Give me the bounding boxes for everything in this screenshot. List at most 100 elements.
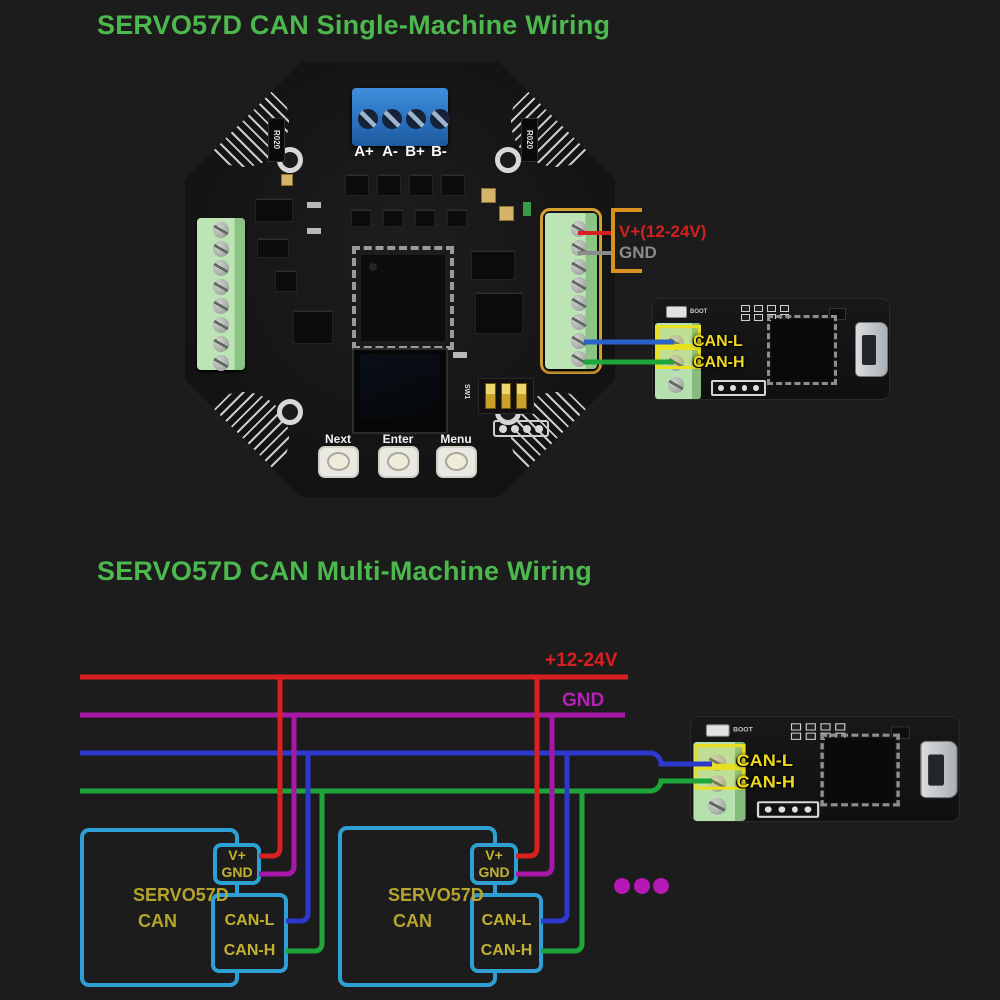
mosfet <box>383 209 403 227</box>
node2-canh-label: CAN-H <box>480 942 533 959</box>
next-button <box>320 448 357 476</box>
mounting-hole <box>495 147 521 173</box>
screw <box>213 336 229 352</box>
smd-part <box>453 352 467 358</box>
soic-chip <box>255 198 293 222</box>
mosfet <box>345 174 369 196</box>
ic-chip <box>275 270 297 292</box>
next-button-label: Next <box>324 432 352 446</box>
regulator-chip <box>829 308 846 320</box>
mosfet <box>447 209 467 227</box>
screw <box>213 298 229 314</box>
node1-name: SERVO57D CAN <box>133 882 229 934</box>
boot-button <box>705 724 730 737</box>
node1-name-line1: SERVO57D <box>133 885 229 905</box>
left-io-terminal <box>197 218 245 371</box>
screw <box>571 295 587 311</box>
dip-switch <box>478 378 534 414</box>
mosfet <box>441 174 465 196</box>
shunt-resistor: R020 <box>268 118 285 162</box>
node2-can-box <box>470 893 543 973</box>
node2-ground-drop <box>516 715 555 877</box>
menu-button <box>438 448 475 476</box>
screw <box>213 317 229 333</box>
enter-button-label: Enter <box>382 432 414 446</box>
multi-machine-title: SERVO57D CAN Multi-Machine Wiring <box>97 556 592 586</box>
solder-pads <box>790 723 846 731</box>
mosfet <box>409 174 433 196</box>
can-transceiver-chip <box>475 292 523 334</box>
ic-chip <box>471 250 515 280</box>
screw <box>406 109 426 129</box>
power-bus-label: +12-24V <box>545 650 618 671</box>
node2-name-line1: SERVO57D <box>388 885 484 905</box>
motor-terminal-block <box>352 88 450 146</box>
node2-power-box <box>470 843 518 885</box>
node1-canl-drop <box>286 753 311 924</box>
node1-vplus-label: V+ <box>228 847 246 863</box>
adapter-can-l-label: CAN-L <box>693 333 743 350</box>
screw <box>382 109 402 129</box>
node1-gnd-label: GND <box>221 864 253 880</box>
node1-power-box <box>213 843 261 885</box>
node1-canh-label: CAN-H <box>223 942 276 959</box>
vplus-annotation: V+(12-24V) <box>619 222 707 241</box>
screw <box>213 241 229 257</box>
led <box>523 202 531 216</box>
can-h-highlight <box>694 766 746 790</box>
screw <box>213 279 229 295</box>
boot-label: BOOT <box>733 727 753 734</box>
node1-can-box <box>211 893 288 973</box>
screw <box>668 377 684 393</box>
node1-power-drop <box>259 677 283 859</box>
micro-usb-port <box>855 322 888 377</box>
node2-power-drop <box>516 677 540 859</box>
solder-pads <box>741 314 789 321</box>
capacitor <box>281 174 293 186</box>
screw <box>571 314 587 330</box>
capacitor <box>499 206 514 221</box>
can-mcu-chip <box>820 733 900 807</box>
node2-canl-label: CAN-L <box>481 912 532 929</box>
usb-can-adapter-pcb: BOOT CAN-L CAN-H <box>652 298 890 400</box>
node2-canh-drop <box>541 791 585 954</box>
dip-switch-label: SW1 <box>463 384 470 400</box>
pin-header <box>756 801 820 818</box>
smd-part <box>307 228 321 234</box>
usb-can-adapter-pcb: BOOT CAN-L CAN-H <box>690 716 960 822</box>
micro-usb-port <box>920 740 958 799</box>
can-h-bus <box>80 778 712 794</box>
screw <box>358 109 378 129</box>
usb-can-adapter-multi: BOOT CAN-L CAN-H <box>690 716 960 822</box>
power-bracket <box>611 208 642 273</box>
ground-bus-label: GND <box>562 690 605 711</box>
node1-canh-drop <box>286 791 325 954</box>
gnd-annotation: GND <box>619 243 657 262</box>
adapter-can-l-label: CAN-L <box>736 752 793 771</box>
menu-button-label: Menu <box>440 432 472 446</box>
adapter-can-h-label: CAN-H <box>693 354 745 371</box>
mcu-chip <box>352 246 454 350</box>
node2-gnd-label: GND <box>478 864 510 880</box>
pad-header <box>493 420 549 437</box>
soic-chip <box>257 238 289 258</box>
more-nodes-dot <box>614 878 630 894</box>
node1-canl-label: CAN-L <box>224 912 275 929</box>
boot-button <box>666 306 687 318</box>
mosfet <box>377 174 401 196</box>
adapter-can-h-label: CAN-H <box>736 774 795 792</box>
node2-name-line2: CAN <box>393 911 432 931</box>
phase-label-a-plus: A+ <box>354 143 374 160</box>
phase-label-a-minus: A- <box>382 143 398 160</box>
can-l-bus <box>80 750 712 767</box>
can-l-highlight <box>694 744 746 767</box>
screw <box>708 798 727 815</box>
oled-display <box>352 348 448 434</box>
shunt-resistor: R020 <box>521 118 538 162</box>
can-terminal-block <box>693 741 746 821</box>
screw <box>213 355 229 371</box>
mosfet <box>415 209 435 227</box>
single-machine-title: SERVO57D CAN Single-Machine Wiring <box>97 10 611 40</box>
screw <box>571 259 587 275</box>
pin-header <box>711 380 766 396</box>
